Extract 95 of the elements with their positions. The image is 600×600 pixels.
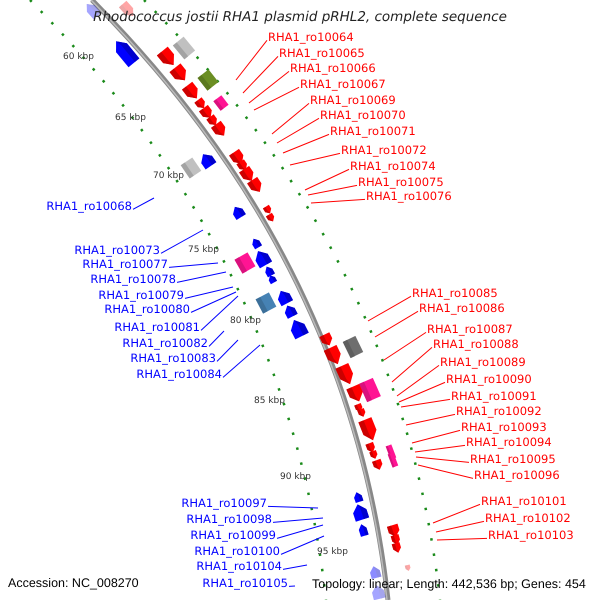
scale-label: 85 kbp bbox=[254, 396, 285, 407]
leader-line bbox=[412, 430, 460, 444]
gene-label: RHA1_ro10081 bbox=[114, 321, 200, 334]
leader-line bbox=[310, 198, 366, 204]
leader-line bbox=[436, 520, 484, 532]
gene-label: RHA1_ro10078 bbox=[90, 273, 176, 286]
scale-label: 65 kbp bbox=[115, 113, 146, 124]
gene-label: RHA1_ro10075 bbox=[358, 176, 444, 189]
leader-line bbox=[392, 346, 432, 382]
map-title: Rhodococcus jostii RHA1 plasmid pRHL2, complete sequence bbox=[93, 9, 507, 25]
gene-label: RHA1_ro10069 bbox=[310, 94, 396, 107]
leader-line bbox=[242, 56, 278, 94]
scale-label: 80 kbp bbox=[230, 316, 261, 327]
gene-label: RHA1_ro10065 bbox=[279, 47, 365, 60]
gene-label: RHA1_ro10084 bbox=[136, 368, 222, 381]
leader-line bbox=[216, 340, 238, 362]
leader-line bbox=[432, 504, 480, 524]
gene-label: RHA1_ro10085 bbox=[412, 287, 498, 300]
leader-line bbox=[384, 332, 426, 360]
gene-label: RHA1_ro10072 bbox=[341, 144, 427, 157]
leader-line bbox=[282, 134, 330, 154]
gene-label: RHA1_ro10102 bbox=[485, 512, 571, 525]
leader-line bbox=[436, 538, 488, 540]
leader-line bbox=[398, 382, 446, 402]
gene-label: RHA1_ro10080 bbox=[104, 303, 190, 316]
leader-line bbox=[160, 230, 204, 254]
leader-line bbox=[276, 118, 320, 144]
leader-line bbox=[168, 262, 218, 268]
gene-label: RHA1_ro10103 bbox=[488, 529, 574, 542]
scale-label: 70 kbp bbox=[153, 171, 184, 182]
leader-line bbox=[184, 286, 234, 299]
leader-line bbox=[406, 414, 456, 426]
leader-line bbox=[368, 296, 412, 322]
gene-label: RHA1_ro10083 bbox=[130, 352, 216, 365]
gene-label: RHA1_ro10064 bbox=[268, 31, 354, 44]
leader-line bbox=[414, 444, 466, 452]
leader-line bbox=[254, 86, 300, 110]
scale-label: 90 kbp bbox=[280, 472, 311, 483]
leader-line bbox=[236, 40, 268, 80]
gene-label: RHA1_ro10104 bbox=[196, 560, 282, 573]
info-text: Accession: NC_008270 bbox=[8, 576, 139, 590]
gene-label: RHA1_ro10090 bbox=[446, 373, 532, 386]
gene-label: RHA1_ro10093 bbox=[461, 421, 547, 434]
gene-label: RHA1_ro10066 bbox=[290, 62, 376, 75]
gene-label: RHA1_ro10088 bbox=[433, 338, 519, 351]
scale-label: 75 kbp bbox=[188, 245, 219, 256]
gene-label: RHA1_ro10095 bbox=[470, 453, 556, 466]
leader-line bbox=[400, 398, 450, 408]
scale-label: 60 kbp bbox=[63, 52, 94, 63]
leader-line bbox=[416, 456, 470, 463]
scale-label: 95 kbp bbox=[317, 547, 348, 558]
leader-line bbox=[280, 536, 324, 555]
leader-line bbox=[374, 310, 418, 338]
leader-line bbox=[272, 102, 310, 134]
gene-label: RHA1_ro10076 bbox=[366, 190, 452, 203]
leader-line bbox=[200, 296, 238, 331]
gene-label: RHA1_ro10071 bbox=[330, 125, 416, 138]
gene-label: RHA1_ro10089 bbox=[440, 356, 526, 369]
leader-line bbox=[304, 168, 350, 190]
leader-line bbox=[290, 152, 340, 166]
gene-label: RHA1_ro10082 bbox=[122, 337, 208, 350]
gene-label: RHA1_ro10068 bbox=[46, 200, 132, 213]
gene-label: RHA1_ro10105 bbox=[202, 577, 288, 590]
gene-label: RHA1_ro10073 bbox=[74, 244, 160, 257]
gene-label: RHA1_ro10087 bbox=[427, 323, 513, 336]
leader-line bbox=[248, 70, 290, 104]
gene-label: RHA1_ro10101 bbox=[481, 495, 567, 508]
gene-label: RHA1_ro10074 bbox=[350, 160, 436, 173]
gene-label: RHA1_ro10079 bbox=[98, 289, 184, 302]
leader-line bbox=[418, 464, 474, 479]
leader-line bbox=[208, 330, 224, 347]
leader-line bbox=[308, 184, 358, 196]
leader-line bbox=[268, 506, 318, 508]
gene-label: RHA1_ro10098 bbox=[186, 513, 272, 526]
gene-label: RHA1_ro10100 bbox=[194, 545, 280, 558]
gene-label: RHA1_ro10067 bbox=[300, 78, 386, 91]
gene-label: RHA1_ro10091 bbox=[451, 390, 537, 403]
leader-line bbox=[222, 344, 260, 378]
leader-line bbox=[288, 586, 296, 587]
leader-line bbox=[396, 364, 440, 396]
gene-label: RHA1_ro10097 bbox=[181, 497, 267, 510]
leader-line bbox=[272, 518, 324, 523]
gene-label: RHA1_ro10094 bbox=[466, 436, 552, 449]
leader-line bbox=[282, 564, 308, 570]
info-text: Topology: linear; Length: 442,536 bp; Genes: 454 bbox=[312, 577, 586, 591]
leader-line bbox=[190, 292, 236, 313]
gene-label: RHA1_ro10070 bbox=[320, 109, 406, 122]
gene-label: RHA1_ro10086 bbox=[419, 302, 505, 315]
gene-label: RHA1_ro10077 bbox=[82, 258, 168, 271]
gene-label: RHA1_ro10092 bbox=[456, 405, 542, 418]
gene-label: RHA1_ro10096 bbox=[474, 469, 560, 482]
leader-line bbox=[276, 524, 324, 539]
gene-label: RHA1_ro10099 bbox=[190, 529, 276, 542]
leader-line bbox=[132, 198, 154, 210]
leader-line bbox=[176, 272, 226, 283]
